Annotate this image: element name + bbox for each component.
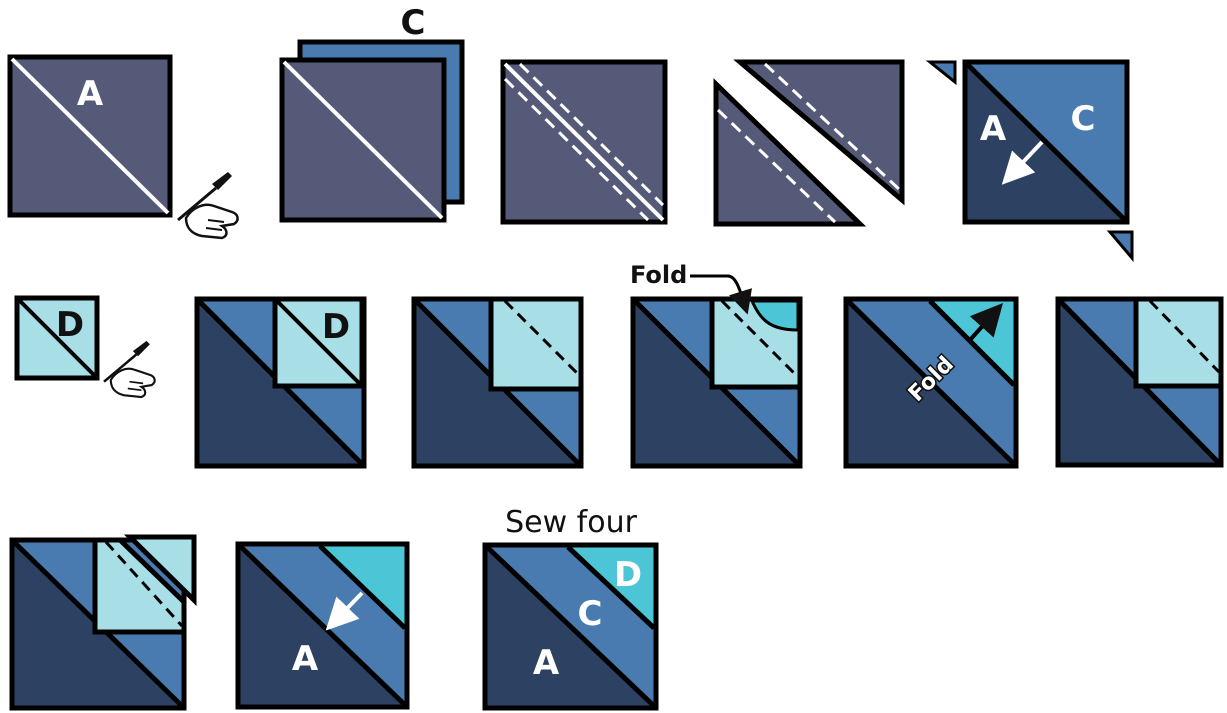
arrow-icon <box>1001 140 1044 185</box>
step-10-folded-d: Fold <box>843 296 1019 469</box>
step-13-pressed: A <box>235 541 410 710</box>
label-c: C <box>401 3 426 43</box>
step-4-cut-halves <box>713 59 905 227</box>
label-a: A <box>77 74 104 114</box>
label-d: D <box>56 305 84 345</box>
arrow-icon <box>690 274 752 315</box>
arrow-icon <box>968 303 1003 342</box>
step-8-stitched-d <box>411 296 584 469</box>
pencil-hand-icon <box>176 170 240 240</box>
step-7-d-on-hst: D <box>194 296 367 469</box>
step-3-stitch-lines <box>500 59 668 225</box>
pencil-hand-icon <box>102 339 156 399</box>
step-11-stitched-d <box>1055 296 1224 468</box>
label-fold: Fold <box>630 261 687 289</box>
step-2-square-a-on-c: C <box>279 3 465 223</box>
step-5-half-square-ac: A C <box>925 59 1134 263</box>
label-c: C <box>578 594 603 634</box>
step-1-square-a: A <box>7 54 240 240</box>
step-12-trim-corner <box>9 534 197 711</box>
label-c: C <box>1071 99 1096 139</box>
label-d: D <box>614 555 642 595</box>
label-a: A <box>980 109 1007 149</box>
step-14-finished-unit: Sew four D C A <box>482 505 659 711</box>
label-a: A <box>533 643 560 683</box>
step-9-fold-corner: Fold <box>630 261 803 469</box>
caption-sew-four: Sew four <box>505 505 638 540</box>
arrow-icon <box>325 591 364 631</box>
label-d: D <box>322 307 350 347</box>
step-6-square-d: D <box>14 295 156 399</box>
label-a: A <box>292 639 319 679</box>
